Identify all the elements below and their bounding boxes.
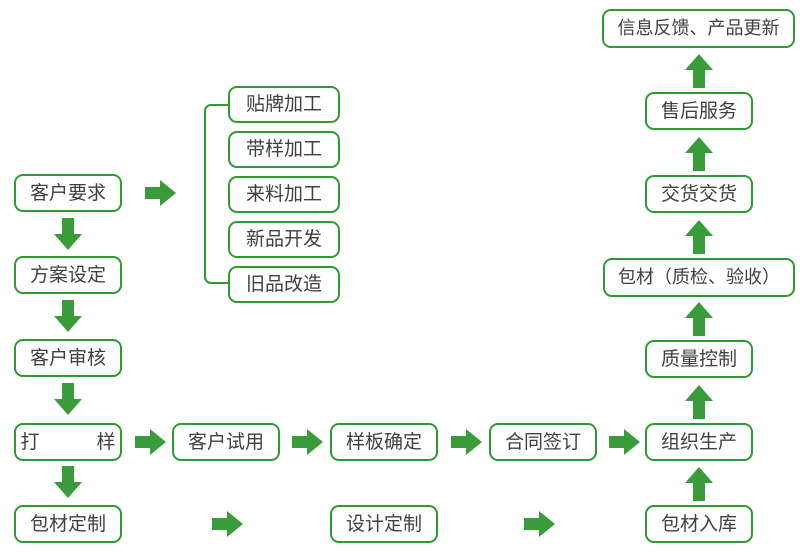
- node-after-sales[interactable]: 售后服务: [645, 92, 753, 130]
- node-label: 样板确定: [345, 430, 422, 453]
- arrow-head: [227, 511, 243, 537]
- arrow-head: [54, 399, 82, 415]
- node-quality-control[interactable]: 质量控制: [645, 340, 753, 378]
- arrow-down-plan-to-review: [54, 300, 82, 332]
- arrow-stem: [62, 383, 74, 401]
- arrow-right-sample-confirm-to-contract: [451, 429, 484, 455]
- arrow-up-warehouse-to-production: [685, 467, 713, 501]
- node-label: 包材入库: [660, 512, 737, 535]
- node-material-processing[interactable]: 来料加工: [228, 176, 340, 213]
- node-label: 客户试用: [187, 430, 264, 453]
- arrow-stem: [135, 436, 152, 448]
- arrow-up-quality-to-packaging-inspection: [685, 302, 713, 336]
- node-label: 信息反馈、产品更新: [617, 17, 780, 39]
- arrow-head: [685, 220, 713, 236]
- arrow-down-requirement-to-plan: [54, 218, 82, 250]
- arrow-head: [624, 429, 640, 455]
- node-label: 质量控制: [660, 347, 737, 370]
- arrow-stem: [62, 466, 74, 484]
- arrow-stem: [451, 436, 468, 448]
- arrow-head: [160, 180, 176, 206]
- node-label: 带样加工: [245, 138, 322, 160]
- arrow-stem: [62, 218, 74, 236]
- node-label: 交货交货: [660, 182, 737, 205]
- arrow-right-packaging-custom-to-design: [212, 511, 245, 537]
- arrow-right-sampling-to-trial: [135, 429, 168, 455]
- node-oem-processing[interactable]: 贴牌加工: [228, 86, 340, 123]
- node-new-product-development[interactable]: 新品开发: [228, 221, 340, 258]
- node-label: 新品开发: [245, 228, 322, 250]
- node-label: 组织生产: [660, 430, 737, 453]
- arrow-head: [307, 429, 323, 455]
- arrow-stem: [145, 187, 162, 199]
- node-label: 售后服务: [660, 99, 737, 122]
- arrow-head: [539, 511, 555, 537]
- arrow-head: [54, 316, 82, 332]
- node-label: 客户要求: [29, 181, 106, 204]
- node-label: 方案设定: [29, 263, 106, 286]
- arrow-head: [54, 234, 82, 250]
- node-contract-signing[interactable]: 合同签订: [489, 423, 597, 461]
- node-customer-requirement[interactable]: 客户要求: [14, 174, 122, 212]
- arrow-stem: [524, 518, 541, 530]
- node-label: 打 样: [20, 430, 116, 453]
- arrow-stem: [693, 153, 705, 171]
- arrow-up-production-to-quality: [685, 385, 713, 419]
- node-customer-trial[interactable]: 客户试用: [172, 423, 280, 461]
- node-plan-setting[interactable]: 方案设定: [14, 256, 122, 294]
- arrow-head: [685, 54, 713, 70]
- arrow-stem: [693, 236, 705, 254]
- arrow-stem: [292, 436, 309, 448]
- node-packaging-warehouse[interactable]: 包材入库: [645, 505, 753, 543]
- node-label: 贴牌加工: [245, 93, 322, 115]
- arrow-head: [685, 467, 713, 483]
- arrow-stem: [693, 318, 705, 336]
- node-customer-review[interactable]: 客户审核: [14, 339, 122, 377]
- arrow-head: [150, 429, 166, 455]
- arrow-stem: [212, 518, 229, 530]
- arrow-up-after-sales-to-feedback: [685, 54, 713, 88]
- arrow-right-contract-to-production: [609, 429, 642, 455]
- arrow-right-design-to-packaging-warehouse: [524, 511, 557, 537]
- arrow-stem: [693, 483, 705, 501]
- arrow-up-delivery-to-after-sales: [685, 137, 713, 171]
- arrow-head: [466, 429, 482, 455]
- node-organize-production[interactable]: 组织生产: [645, 423, 753, 461]
- node-packaging-custom[interactable]: 包材定制: [14, 505, 122, 543]
- arrow-right-requirement-to-branches: [145, 180, 178, 206]
- node-label: 来料加工: [245, 183, 322, 205]
- node-sample-processing[interactable]: 带样加工: [228, 131, 340, 168]
- node-design-custom[interactable]: 设计定制: [330, 505, 438, 543]
- node-label: 合同签订: [504, 430, 581, 453]
- node-label: 包材定制: [29, 512, 106, 535]
- arrow-stem: [693, 401, 705, 419]
- node-label: 包材（质检、验收）: [618, 266, 780, 288]
- node-packaging-inspection[interactable]: 包材（质检、验收）: [603, 258, 795, 297]
- node-old-product-remake[interactable]: 旧品改造: [228, 266, 340, 303]
- arrow-down-sampling-to-packaging-custom: [54, 466, 82, 498]
- arrow-stem: [693, 70, 705, 88]
- arrow-head: [685, 385, 713, 401]
- node-label: 客户审核: [29, 346, 106, 369]
- arrow-stem: [62, 300, 74, 318]
- arrow-head: [54, 482, 82, 498]
- arrow-up-packaging-inspection-to-delivery: [685, 220, 713, 254]
- node-sampling[interactable]: 打 样: [14, 423, 122, 461]
- arrow-right-trial-to-sample-confirm: [292, 429, 325, 455]
- arrow-stem: [609, 436, 626, 448]
- arrow-down-review-to-sampling: [54, 383, 82, 415]
- node-feedback-update[interactable]: 信息反馈、产品更新: [602, 9, 795, 48]
- arrow-head: [685, 137, 713, 153]
- node-label: 设计定制: [345, 512, 422, 535]
- node-label: 旧品改造: [245, 273, 322, 295]
- arrow-head: [685, 302, 713, 318]
- branch-bracket-connector: [204, 104, 234, 284]
- node-delivery[interactable]: 交货交货: [645, 175, 753, 213]
- node-sample-confirm[interactable]: 样板确定: [330, 423, 438, 461]
